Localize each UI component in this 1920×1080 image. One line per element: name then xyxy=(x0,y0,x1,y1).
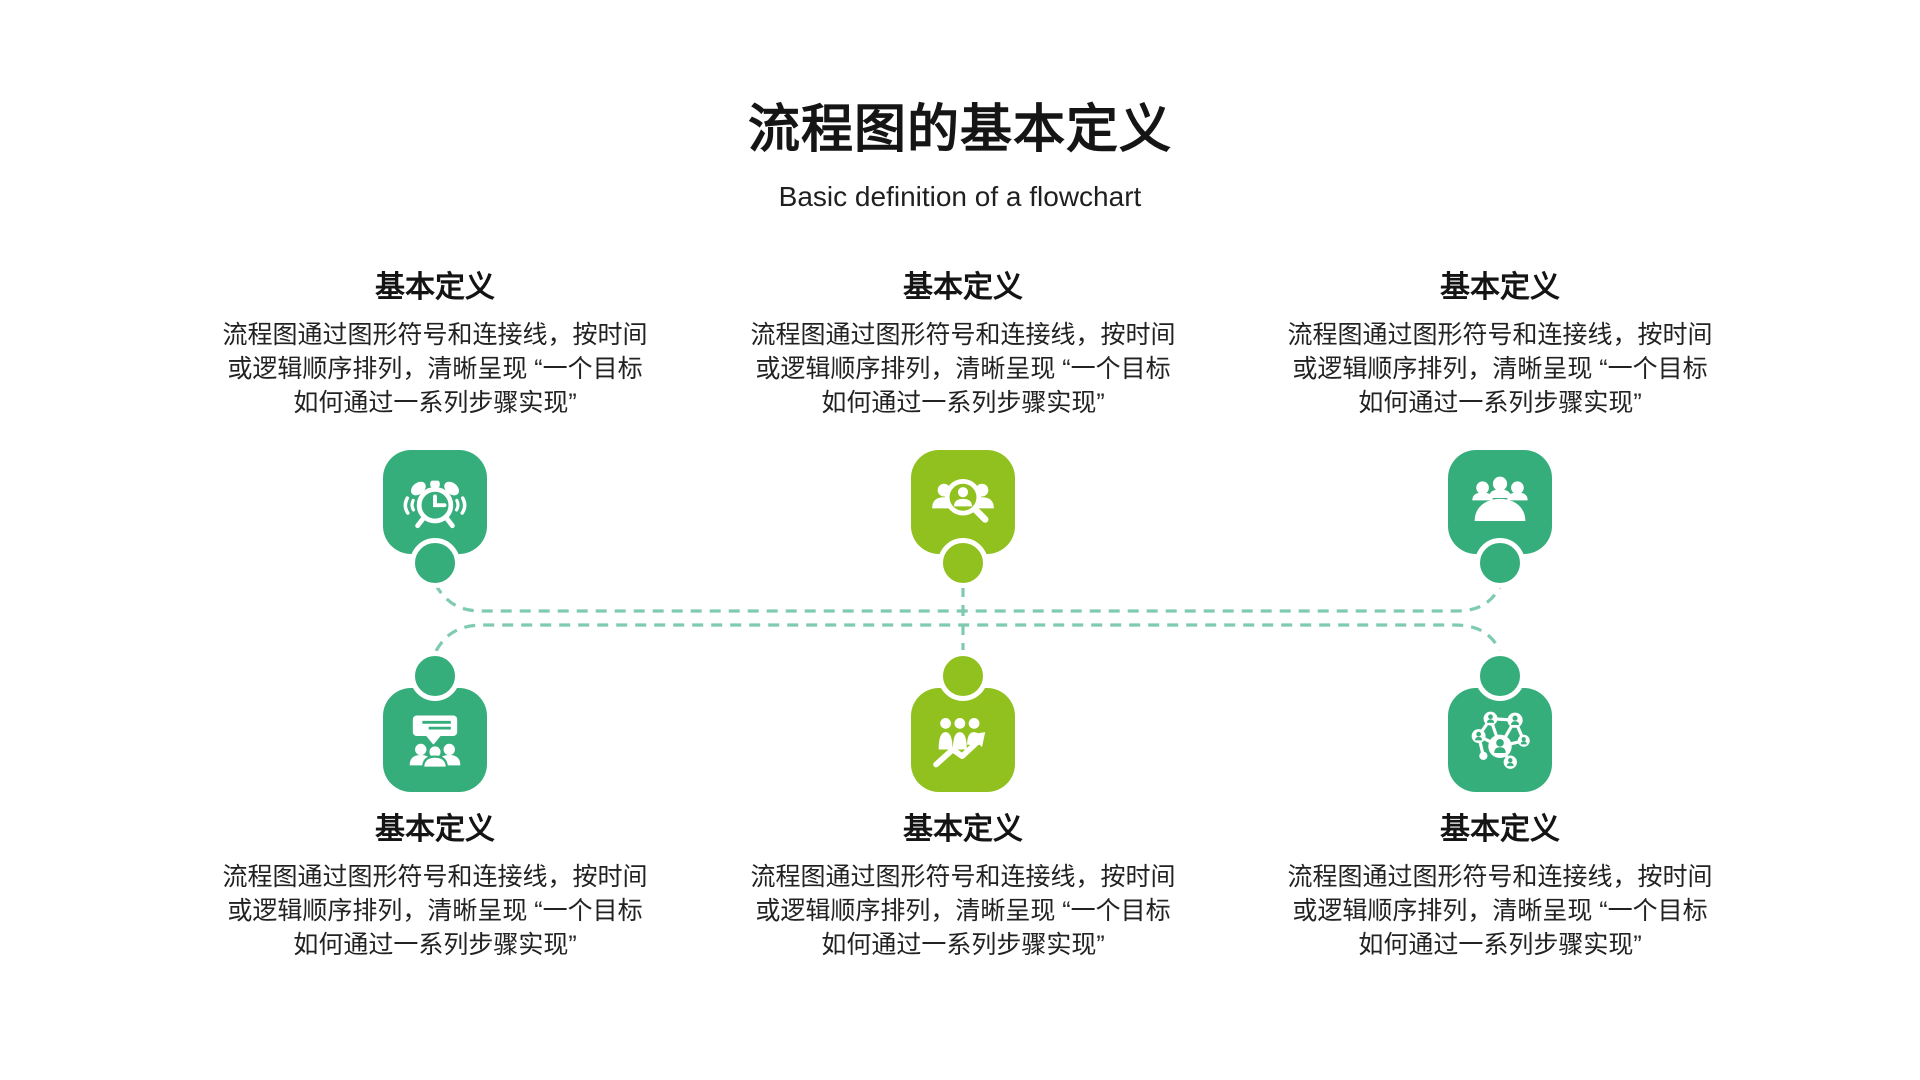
connector-node xyxy=(1475,538,1525,588)
card-top-center-text: 基本定义 流程图通过图形符号和连接线，按时间或逻辑顺序排列，清晰呈现 “一个目标… xyxy=(733,268,1193,420)
page-subtitle: Basic definition of a flowchart xyxy=(778,181,1142,212)
alarm-clock-icon xyxy=(383,450,487,554)
card-top-right-text: 基本定义 流程图通过图形符号和连接线，按时间或逻辑顺序排列，清晰呈现 “一个目标… xyxy=(1270,268,1730,420)
connector-node xyxy=(938,651,988,701)
card-heading: 基本定义 xyxy=(903,271,1023,304)
card-bottom-right-text: 基本定义 流程图通过图形符号和连接线，按时间或逻辑顺序排列，清晰呈现 “一个目标… xyxy=(1270,810,1730,962)
card-body: 流程图通过图形符号和连接线，按时间或逻辑顺序排列，清晰呈现 “一个目标如何通过一… xyxy=(1287,863,1713,959)
card-heading: 基本定义 xyxy=(1440,813,1560,846)
audience-search-icon xyxy=(911,450,1015,554)
meeting-group-icon xyxy=(1448,450,1552,554)
card-bottom-center-text: 基本定义 流程图通过图形符号和连接线，按时间或逻辑顺序排列，清晰呈现 “一个目标… xyxy=(733,810,1193,962)
presentation-discussion-icon xyxy=(383,688,487,792)
team-growth-icon xyxy=(911,688,1015,792)
card-heading: 基本定义 xyxy=(903,813,1023,846)
card-heading: 基本定义 xyxy=(1440,271,1560,304)
connector-node xyxy=(410,651,460,701)
card-bottom-left-text: 基本定义 流程图通过图形符号和连接线，按时间或逻辑顺序排列，清晰呈现 “一个目标… xyxy=(205,810,665,962)
card-heading: 基本定义 xyxy=(375,813,495,846)
page-title: 流程图的基本定义 xyxy=(747,101,1172,159)
card-top-left-text: 基本定义 流程图通过图形符号和连接线，按时间或逻辑顺序排列，清晰呈现 “一个目标… xyxy=(205,268,665,420)
card-body: 流程图通过图形符号和连接线，按时间或逻辑顺序排列，清晰呈现 “一个目标如何通过一… xyxy=(222,863,648,959)
card-body: 流程图通过图形符号和连接线，按时间或逻辑顺序排列，清晰呈现 “一个目标如何通过一… xyxy=(750,321,1176,417)
card-body: 流程图通过图形符号和连接线，按时间或逻辑顺序排列，清晰呈现 “一个目标如何通过一… xyxy=(750,863,1176,959)
people-network-icon xyxy=(1448,688,1552,792)
card-heading: 基本定义 xyxy=(375,271,495,304)
card-body: 流程图通过图形符号和连接线，按时间或逻辑顺序排列，清晰呈现 “一个目标如何通过一… xyxy=(1287,321,1713,417)
connector-node xyxy=(938,538,988,588)
connector-node xyxy=(410,538,460,588)
connector-node xyxy=(1475,651,1525,701)
card-body: 流程图通过图形符号和连接线，按时间或逻辑顺序排列，清晰呈现 “一个目标如何通过一… xyxy=(222,321,648,417)
